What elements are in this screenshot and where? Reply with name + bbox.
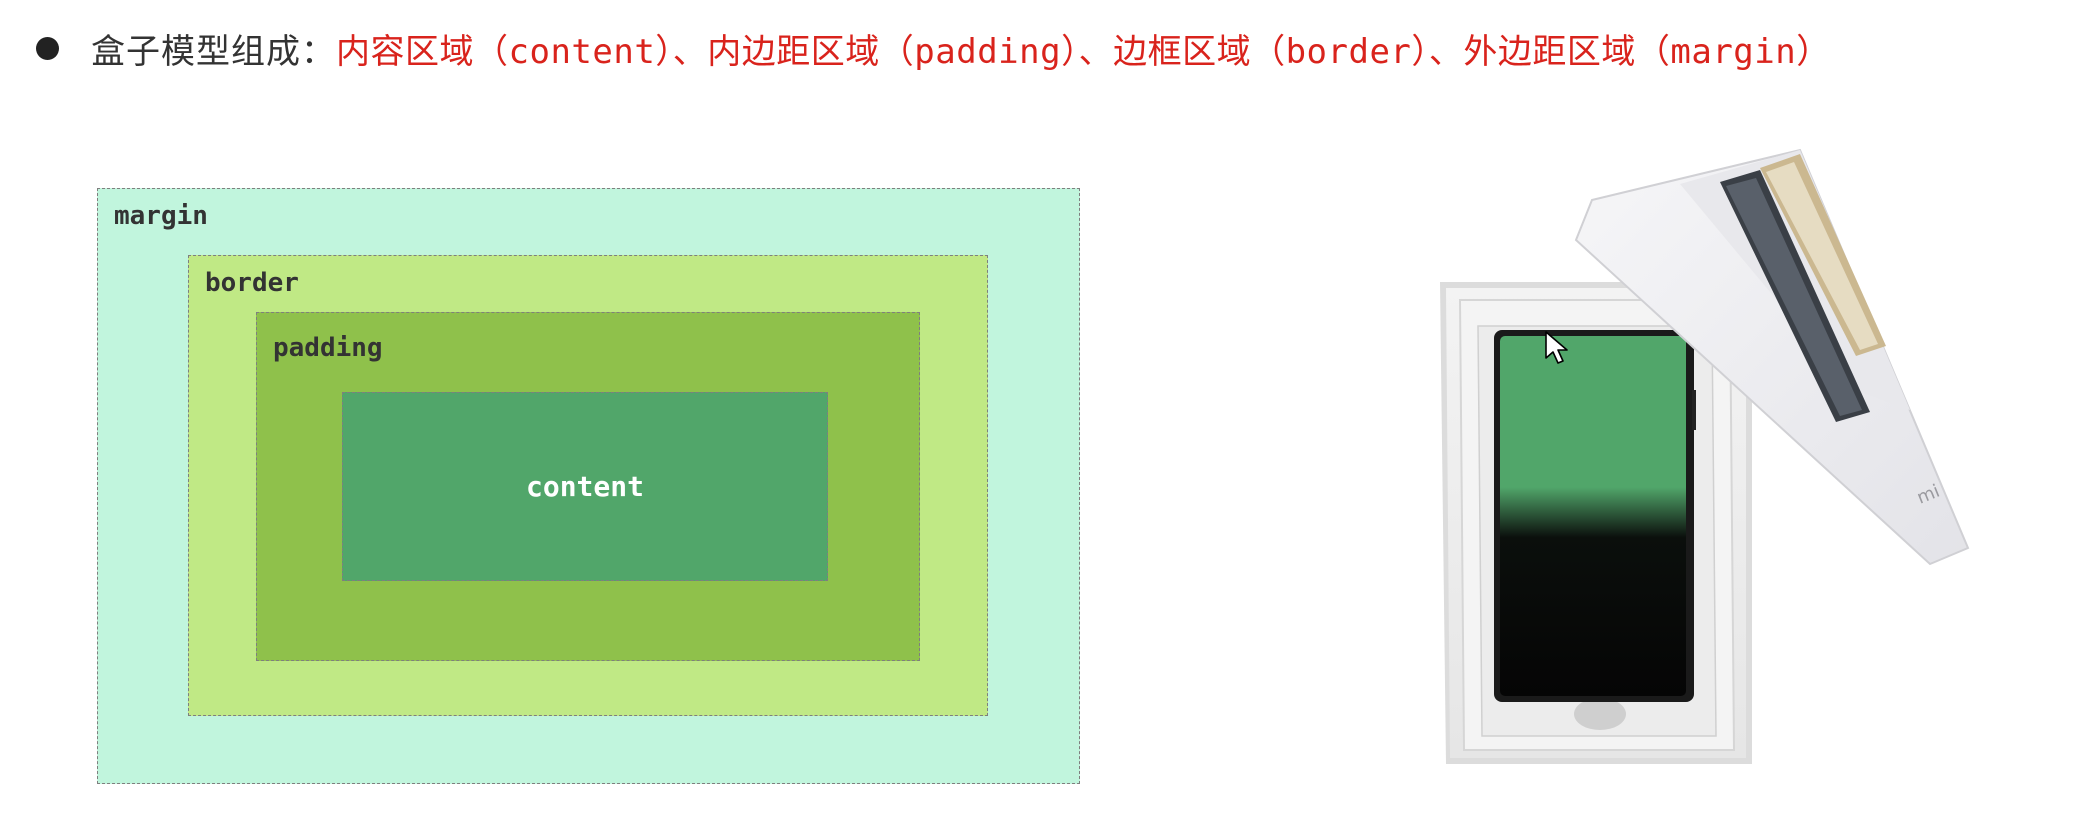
heading-lead: 盒子模型组成： xyxy=(91,31,336,72)
heading-line: 盒子模型组成： 内容区域（content）、内边距区域（padding）、边框区… xyxy=(36,22,1831,74)
margin-label: margin xyxy=(114,201,208,231)
content-label: content xyxy=(525,470,644,503)
border-label: border xyxy=(205,268,299,298)
phone xyxy=(1494,330,1696,702)
phone-box-illustration: mi xyxy=(1440,148,1970,764)
box-lid xyxy=(1574,148,1970,566)
cursor-icon xyxy=(1545,331,1568,364)
bullet-icon xyxy=(36,36,59,60)
content-area: content xyxy=(342,392,828,581)
heading-parts: 内容区域（content）、内边距区域（padding）、边框区域（border… xyxy=(336,31,1831,72)
padding-label: padding xyxy=(273,333,383,363)
